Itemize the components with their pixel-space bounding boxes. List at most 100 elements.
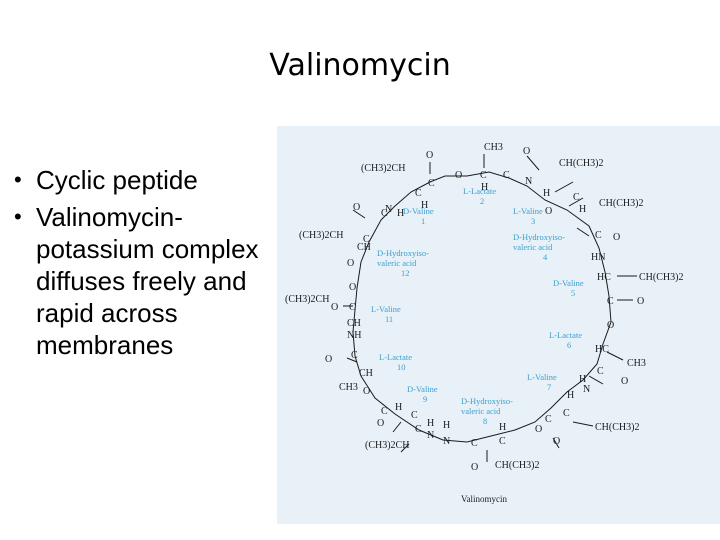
atom-c-l10: C: [411, 410, 418, 421]
svg-text:9: 9: [423, 394, 427, 404]
svg-text:L-Valine: L-Valine: [527, 372, 557, 382]
atom-h-r1: H: [579, 204, 586, 215]
atom-o-r7: O: [621, 376, 628, 387]
slide-title: Valinomycin: [269, 48, 451, 83]
atom-c-b1: C: [545, 414, 552, 425]
atom-o-l2: O: [347, 258, 354, 269]
atom-c-b3: C: [471, 438, 478, 449]
atom-ch3-2-ch-tl: (CH3)2CH: [361, 163, 405, 174]
atom-c-r1: C: [573, 192, 580, 203]
svg-text:valeric acid: valeric acid: [461, 406, 501, 416]
residue-label-7: L-Valine 7: [527, 372, 557, 392]
atom-o-r1: O: [545, 206, 552, 217]
atom-hc-r3: HC: [597, 272, 611, 283]
bullet-dot-icon: •: [14, 167, 22, 192]
atom-h-top2: H: [543, 188, 550, 199]
atom-ch-ch3-2-tr: CH(CH3)2: [559, 158, 603, 169]
atom-o-l6: O: [325, 354, 332, 365]
svg-text:4: 4: [543, 252, 548, 262]
atom-c-top2: C: [480, 170, 487, 181]
atom-n-top: N: [525, 176, 532, 187]
atom-h-l1: H: [397, 208, 404, 219]
residue-label-5: D-Valine 5: [553, 278, 584, 298]
atom-h-l11: H: [427, 418, 434, 429]
svg-text:valeric acid: valeric acid: [513, 242, 553, 252]
atom-c-top3: C: [503, 170, 510, 181]
svg-text:2: 2: [480, 196, 484, 206]
atom-c-l9: C: [381, 406, 388, 417]
atom-o-l3: O: [349, 282, 356, 293]
atom-c-r7: C: [597, 366, 604, 377]
atom-o-b2: O: [471, 462, 478, 473]
residue-label-10: L-Lactate 10: [379, 352, 412, 372]
svg-text:valeric acid: valeric acid: [377, 258, 417, 268]
atom-c-r2: C: [595, 230, 602, 241]
atom-hn-r2: HN: [591, 252, 605, 263]
ring-bonds: [343, 154, 637, 462]
atom-o-r5: O: [607, 320, 614, 331]
atom-o-l8: O: [363, 386, 370, 397]
figure-caption: Valinomycin: [461, 494, 507, 504]
svg-text:L-Lactate: L-Lactate: [549, 330, 582, 340]
atom-nh-l5: NH: [347, 330, 361, 341]
bullet-text: Cyclic peptide: [36, 165, 198, 195]
atom-ch-l7: CH: [359, 368, 373, 379]
atom-c-r9: C: [563, 408, 570, 419]
atom-ch3-2-ch-l2: (CH3)2CH: [299, 230, 343, 241]
atom-n-r8: N: [583, 384, 590, 395]
svg-text:3: 3: [531, 216, 535, 226]
atom-o-b1: O: [535, 424, 542, 435]
svg-text:D-Valine: D-Valine: [403, 206, 434, 216]
atom-o-r2: O: [613, 232, 620, 243]
atom-ch-l2: CH: [357, 242, 371, 253]
atom-c-l2: C: [363, 234, 370, 245]
atom-ch3-2-ch-l4: (CH3)2CH: [285, 294, 329, 305]
atom-ch3-r6: CH3: [627, 358, 646, 369]
atom-o-top3: O: [523, 146, 530, 157]
svg-text:10: 10: [397, 362, 406, 372]
atom-ch-ch3-2-r3: CH(CH3)2: [639, 272, 683, 283]
residue-label-1: D-Valine 1: [403, 206, 434, 226]
valinomycin-structure-figure: CH3 O O C C C H N H O CH(CH3)2 (CH3)2CH …: [277, 126, 720, 524]
atom-c-l3: C: [349, 302, 356, 313]
svg-text:8: 8: [483, 416, 487, 426]
atom-o-b1b: O: [553, 436, 560, 447]
atom-o-top-eq: O: [426, 150, 433, 161]
atom-n-l1: N: [385, 204, 392, 215]
atom-c-bl: C: [415, 424, 422, 435]
residue-label-4: D-Hydroxyiso- valeric acid 4: [513, 232, 565, 262]
atom-ch-ch3-2-b: CH(CH3)2: [495, 460, 539, 471]
residue-label-2: L-Lactate 2: [463, 186, 496, 206]
atom-c-l1: C: [381, 208, 388, 219]
residue-label-8: D-Hydroxyiso- valeric acid 8: [461, 396, 513, 426]
svg-text:L-Valine: L-Valine: [371, 304, 401, 314]
atom-c-top1: C: [428, 178, 435, 189]
atom-o-r4: O: [637, 296, 644, 307]
svg-text:L-Lactate: L-Lactate: [379, 352, 412, 362]
atom-hc-r6: HC: [595, 344, 609, 355]
atom-h-b2: H: [499, 422, 506, 433]
atom-o-top: O: [455, 170, 462, 181]
atom-h-a: H: [421, 200, 428, 211]
atom-ch-ch3-2-r9: CH(CH3)2: [595, 422, 639, 433]
svg-text:L-Valine: L-Valine: [513, 206, 543, 216]
atom-ch3-l7: CH3: [339, 382, 358, 393]
atom-c-l6: C: [351, 350, 358, 361]
residue-label-11: L-Valine 11: [371, 304, 401, 324]
svg-text:D-Valine: D-Valine: [553, 278, 584, 288]
residue-label-9: D-Valine 9: [407, 384, 438, 404]
atom-h-r9: H: [567, 390, 574, 401]
atom-h-r8: H: [579, 374, 586, 385]
atom-c-a: C: [415, 188, 422, 199]
svg-text:D-Hydroxyiso-: D-Hydroxyiso-: [461, 396, 513, 406]
bullet-list: • Cyclic peptide • Valinomycin-potassium…: [14, 164, 264, 366]
atom-n-l11: N: [427, 430, 434, 441]
bullet-item: • Valinomycin-potassium complex diffuses…: [14, 201, 264, 361]
atom-ch-l4: CH: [347, 318, 361, 329]
bullet-dot-icon: •: [14, 204, 22, 229]
atom-h-b3: H: [443, 420, 450, 431]
atom-o-l1: O: [353, 202, 360, 213]
residue-label-12: D-Hydroxyiso- valeric acid 12: [377, 248, 429, 278]
svg-text:D-Valine: D-Valine: [407, 384, 438, 394]
atom-ch3-top: CH3: [484, 142, 503, 153]
